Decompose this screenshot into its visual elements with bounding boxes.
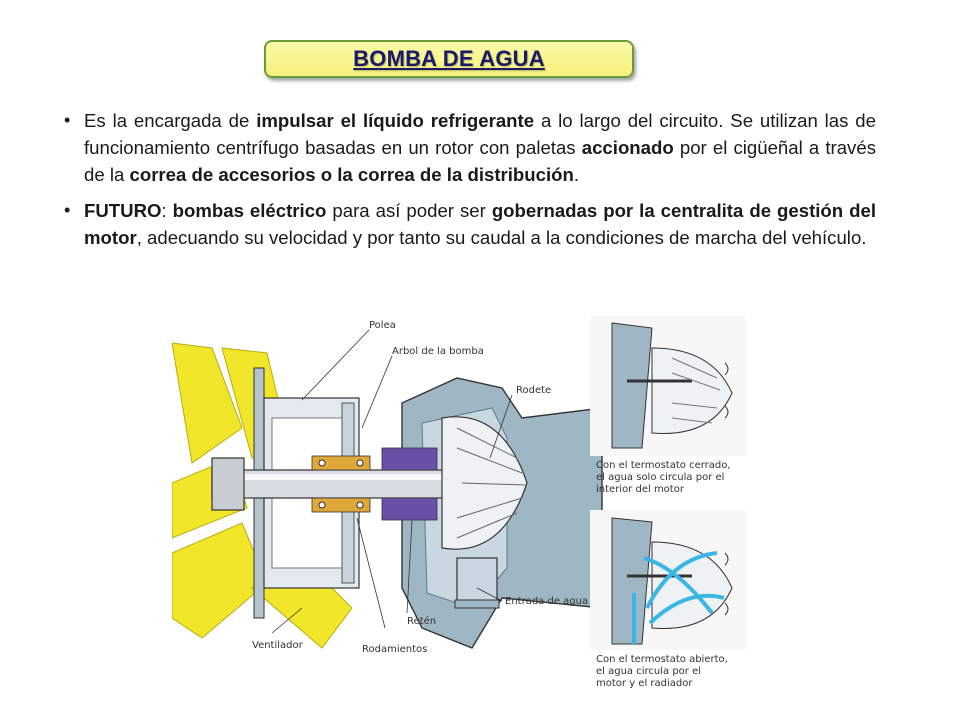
water-pump-figure: Polea Arbol de la bomba Rodete Entrada d… [172, 308, 776, 708]
thermostat-closed-diagram [590, 316, 746, 456]
label-reten: Retén [407, 615, 436, 627]
thermostat-open-diagram [590, 510, 746, 650]
callout-lines [271, 329, 513, 634]
bullet-item-futuro: • FUTURO: bombas eléctrico para así pode… [60, 197, 876, 251]
bullet-text-funcion: Es la encargada de impulsar el líquido r… [84, 110, 876, 185]
bullet-text-futuro: FUTURO: bombas eléctrico para así poder … [84, 200, 876, 248]
text-segment-bold: FUTURO [84, 200, 162, 221]
text-segment: , adecuando su velocidad y por tanto su … [136, 227, 867, 248]
text-segment: para así poder ser [326, 200, 492, 221]
label-entrada: Entrada de agua [505, 596, 588, 607]
caption-cerrado-line3: interior del motor [596, 484, 685, 495]
label-ventilador: Ventilador [252, 640, 304, 651]
bullet-dot-icon: • [64, 110, 71, 130]
text-segment-bold: correa de accesorios o la correa de la d… [129, 164, 574, 185]
text-segment-bold: bombas eléctrico [172, 200, 327, 221]
impeller-icon [441, 416, 528, 550]
text-segment: Es la encargada de [84, 110, 257, 131]
text-segment: : [161, 200, 173, 221]
caption-cerrado-line1: Con el termostato cerrado, [596, 460, 731, 471]
text-segment-bold: accionado [581, 137, 674, 158]
seal-icon [381, 447, 438, 521]
text-segment-bold: impulsar el líquido refrigerante [256, 110, 535, 131]
bullet-list: • Es la encargada de impulsar el líquido… [60, 107, 876, 260]
text-segment-bold: gobernadas por la centralita de gestión … [84, 200, 877, 248]
label-arbol: Arbol de la bomba [392, 346, 484, 357]
caption-abierto-line3: motor y el radiador [596, 678, 693, 689]
bullet-item-funcion: • Es la encargada de impulsar el líquido… [60, 107, 876, 188]
text-segment: por el cigüeñal a través de la [84, 137, 876, 185]
shaft-icon [211, 457, 483, 511]
caption-abierto-line1: Con el termostato abierto, [596, 654, 728, 665]
inlet-pipe-icon [454, 557, 500, 609]
text-segment: . [573, 164, 580, 185]
caption-abierto-line2: el agua circula por el [596, 666, 701, 677]
label-polea: Polea [369, 320, 396, 331]
slide-title: BOMBA DE AGUA [353, 46, 545, 71]
bearings-icon [311, 455, 371, 513]
water-flow-icon [632, 551, 725, 644]
label-rodete: Rodete [516, 385, 551, 396]
text-segment: a lo largo del circuito. Se utilizan las… [84, 110, 876, 158]
water-pump-illustration: Polea Arbol de la bomba Rodete Entrada d… [172, 316, 746, 689]
label-rodamientos: Rodamientos [362, 644, 427, 655]
bullet-dot-icon: • [64, 200, 71, 220]
title-banner: BOMBA DE AGUA [264, 40, 634, 78]
caption-cerrado-line2: el agua solo circula por el [596, 472, 724, 483]
